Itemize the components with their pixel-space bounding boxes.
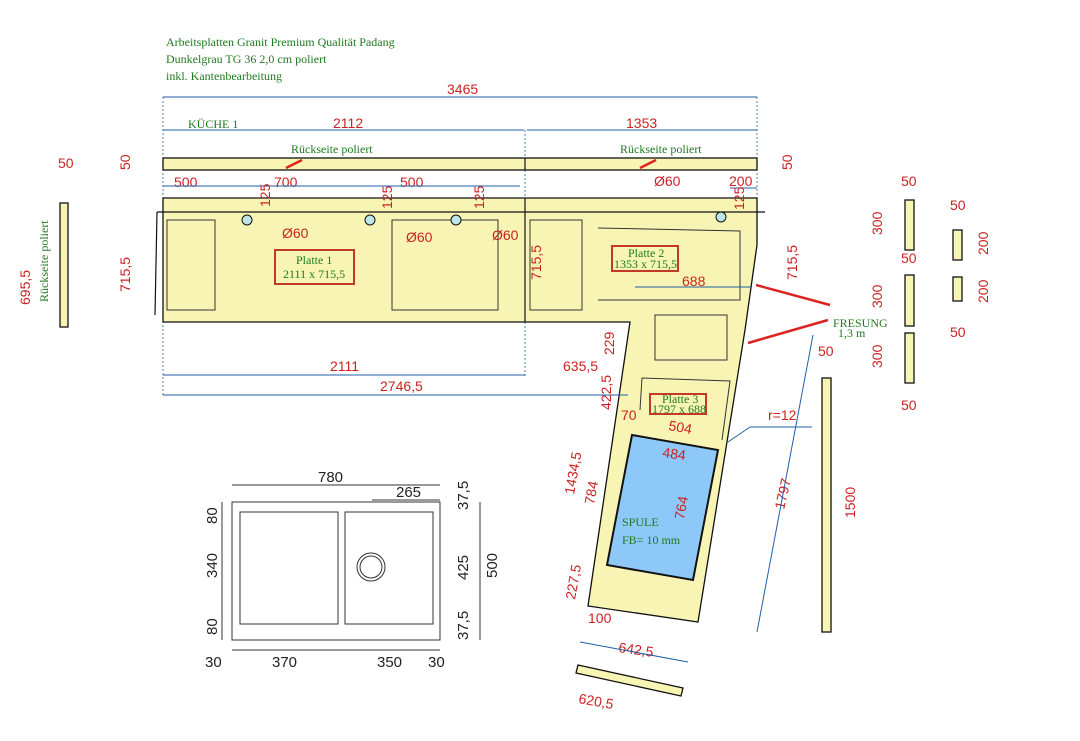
dim-50-r3: 50 — [901, 397, 917, 413]
dim-70: 70 — [621, 407, 637, 423]
kitchen-label: KÜCHE 1 — [188, 117, 238, 131]
left-side-strip — [59, 202, 69, 328]
dim-300-b: 300 — [869, 284, 885, 308]
sink-w370: 370 — [272, 654, 297, 671]
plate1-name: Platte 1 — [296, 253, 332, 267]
dim-620: 620,5 — [577, 690, 614, 712]
dim-500-a: 500 — [174, 174, 198, 190]
sink-h425: 425 — [455, 555, 472, 580]
strip-300-b — [904, 274, 915, 327]
plate3-name: Platte 3 — [662, 392, 698, 406]
plate2-name: Platte 2 — [628, 246, 664, 260]
dim-125-b: 125 — [379, 185, 395, 209]
dim-dia-3: Ø60 — [492, 227, 519, 243]
dim-200-a: 200 — [975, 231, 991, 255]
dim-dia-4: Ø60 — [654, 173, 681, 189]
sink-w30a: 30 — [205, 654, 222, 671]
dim-50-strip-right: 50 — [779, 154, 795, 170]
dim-635: 635,5 — [563, 358, 598, 374]
milling-label: FRESUNG — [833, 316, 888, 330]
dim-642: 642,5 — [618, 639, 655, 660]
dim-1434: 1434,5 — [561, 450, 584, 495]
sink-h80b: 80 — [204, 618, 221, 635]
plate2-label-box — [611, 245, 679, 272]
plate3-size: 1797 x 688 — [652, 402, 706, 416]
dim-764: 764 — [671, 495, 691, 521]
dim-50-strip-left: 50 — [117, 154, 133, 170]
sink-w780: 780 — [318, 469, 343, 486]
long-side-strip — [821, 377, 832, 633]
dim-100: 100 — [588, 610, 612, 626]
sink-detail — [221, 484, 481, 651]
header-line1: Arbeitsplatten Granit Premium Qualität P… — [166, 35, 395, 49]
dim-715-right: 715,5 — [784, 245, 800, 280]
back-strip — [162, 157, 758, 171]
sink-h37b: 37,5 — [455, 611, 472, 640]
sink-w30b: 30 — [428, 654, 445, 671]
strip-300-a — [904, 199, 915, 251]
dim-229: 229 — [601, 331, 617, 355]
sink-w350: 350 — [377, 654, 402, 671]
dim-784: 784 — [581, 480, 601, 506]
dim-500-b: 500 — [400, 174, 424, 190]
dim-484: 484 — [662, 444, 688, 463]
dim-50-r4: 50 — [950, 197, 966, 213]
plate1-label-box — [274, 249, 355, 285]
header-line2: Dunkelgrau TG 36 2,0 cm poliert — [166, 52, 327, 66]
back-polished-2: Rückseite poliert — [620, 142, 702, 156]
sink-h80a: 80 — [204, 507, 221, 524]
sink-cutout — [605, 433, 720, 582]
plate2-size: 1353 x 715,5 — [614, 257, 677, 271]
dim-422: 422,5 — [598, 375, 614, 410]
sink-h340: 340 — [204, 553, 221, 578]
dim-227: 227,5 — [562, 563, 584, 600]
bottom-strip — [575, 664, 684, 697]
dim-50-r1: 50 — [901, 173, 917, 189]
dim-715-mid: 715,5 — [528, 245, 544, 280]
dim-700: 700 — [274, 174, 298, 190]
dim-1500: 1500 — [842, 487, 858, 518]
dim-300-a: 300 — [869, 211, 885, 235]
tap-holes — [241, 211, 727, 226]
countertop-outline — [162, 197, 758, 623]
dim-50-r2: 50 — [901, 250, 917, 266]
dim-504: 504 — [667, 417, 693, 437]
sink-w265: 265 — [396, 484, 421, 501]
dim-688: 688 — [682, 273, 706, 289]
dim-300-c: 300 — [869, 344, 885, 368]
strip-300-c — [904, 332, 915, 384]
dim-1353: 1353 — [626, 115, 657, 131]
strip-200-b — [952, 276, 963, 302]
dim-200: 200 — [729, 173, 753, 189]
dim-2112: 2112 — [333, 115, 363, 131]
dim-125-d: 125 — [731, 186, 747, 210]
dim-50-r5: 50 — [950, 324, 966, 340]
sink-label: SPULE — [622, 515, 659, 529]
plate3-label-box — [649, 393, 707, 415]
dim-125-c: 125 — [471, 185, 487, 209]
back-polished-1: Rückseite poliert — [291, 142, 373, 156]
dim-dia-2: Ø60 — [406, 229, 433, 245]
sink-h37a: 37,5 — [455, 481, 472, 510]
dim-125-a: 125 — [257, 183, 273, 207]
dim-695: 695,5 — [17, 270, 33, 305]
dim-50-long: 50 — [818, 343, 834, 359]
dim-715-left: 715,5 — [117, 257, 133, 292]
dim-2111: 2111 — [330, 358, 359, 374]
side-back-polished: Rückseite poliert — [37, 220, 51, 302]
dim-2746: 2746,5 — [380, 378, 423, 394]
dim-200-b: 200 — [975, 279, 991, 303]
plate1-size: 2111 x 715,5 — [283, 267, 345, 281]
dim-dia-1: Ø60 — [282, 225, 309, 241]
radius-label: r=12 — [768, 407, 797, 423]
dim-total: 3465 — [447, 81, 478, 97]
header-line3: inkl. Kantenbearbeitung — [166, 69, 282, 83]
strip-200-a — [952, 229, 963, 261]
milling-length: 1,3 m — [838, 326, 866, 340]
dim-50-left: 50 — [58, 155, 74, 171]
sink-h500: 500 — [484, 553, 501, 578]
sink-fb: FB= 10 mm — [622, 533, 681, 547]
